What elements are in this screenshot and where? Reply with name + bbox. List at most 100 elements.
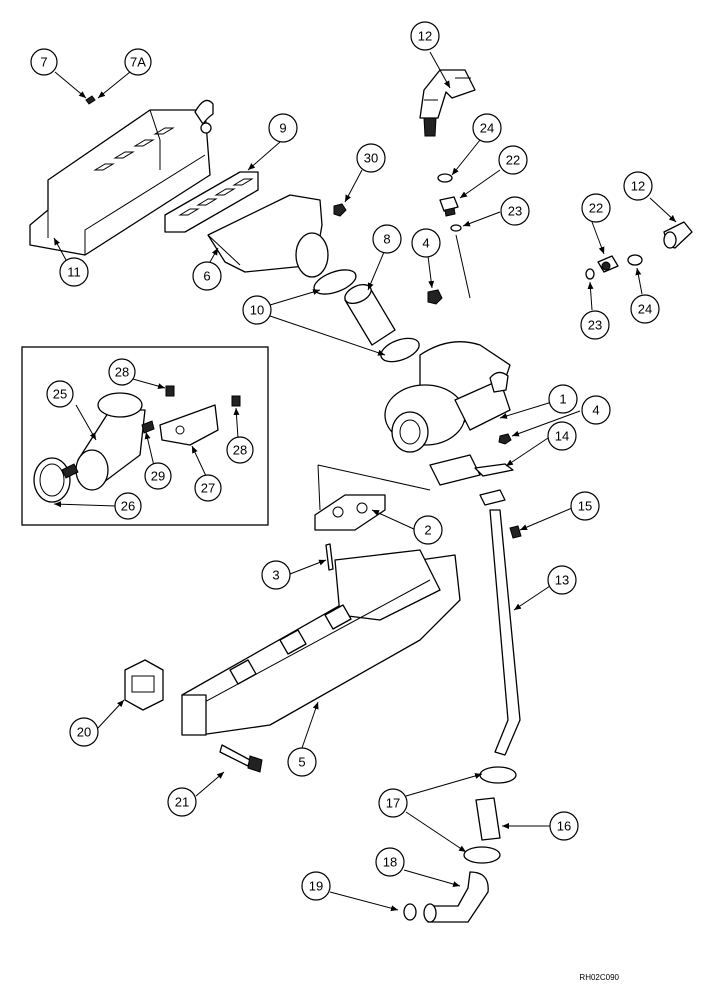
part-13-drain-tube (479, 489, 521, 756)
gasket-guide-lines (317, 464, 431, 511)
callout-5: 5 (287, 747, 317, 777)
callout-7a: 7A (124, 48, 152, 76)
callout-25: 25 (46, 380, 74, 408)
callout-28-a: 28 (108, 358, 136, 386)
part-8-hose (344, 283, 396, 346)
part-28-bolt-a (165, 385, 175, 397)
part-18-elbow-end (423, 903, 437, 923)
part-30-bolt (333, 203, 347, 217)
reference-code: RH02C090 (579, 973, 619, 982)
part-26-clamp (33, 457, 79, 503)
callout-24-top: 24 (472, 113, 502, 143)
svg-text:19: 19 (309, 879, 323, 894)
svg-text:22: 22 (506, 153, 520, 168)
part-22-fitting (439, 196, 459, 217)
svg-text:15: 15 (578, 499, 592, 514)
svg-text:29: 29 (151, 469, 165, 484)
svg-text:8: 8 (383, 232, 390, 247)
callout-22-right: 22 (581, 193, 611, 223)
callout-23-right: 23 (580, 310, 610, 340)
callout-29: 29 (144, 462, 172, 490)
svg-text:4: 4 (592, 403, 599, 418)
part-9-gasket (164, 171, 259, 233)
part-28-bolt-b (231, 395, 241, 407)
part-17-clamp-lower (463, 846, 501, 864)
svg-text:9: 9 (279, 121, 286, 136)
oil-line-axis (455, 234, 471, 299)
part-19-o-ring (403, 903, 417, 921)
callout-7: 7 (30, 48, 58, 76)
callout-30: 30 (356, 143, 386, 173)
svg-text:23: 23 (588, 318, 602, 333)
svg-text:16: 16 (557, 819, 571, 834)
callout-18: 18 (375, 847, 405, 877)
callout-8: 8 (372, 224, 402, 254)
part-1-turbocharger (384, 341, 511, 486)
callout-9: 9 (268, 113, 298, 143)
svg-text:21: 21 (175, 795, 189, 810)
callout-11: 11 (59, 257, 89, 287)
part-17-clamp-upper (479, 766, 517, 784)
part-18-elbow (427, 871, 489, 923)
part-6-elbow (207, 194, 329, 278)
svg-text:13: 13 (555, 573, 569, 588)
leader-lines (53, 51, 677, 912)
part-14-gasket (474, 463, 514, 477)
part-12-oil-line (419, 69, 476, 137)
part-24-washer (437, 173, 453, 183)
svg-text:27: 27 (201, 481, 215, 496)
callout-24-right: 24 (630, 294, 660, 324)
svg-text:4: 4 (422, 236, 429, 251)
callout-4-lower: 4 (581, 395, 611, 425)
callout-4-top: 4 (411, 228, 441, 258)
part-21-bolt (219, 744, 263, 773)
svg-text:28: 28 (233, 443, 247, 458)
svg-text:10: 10 (250, 303, 264, 318)
svg-text:25: 25 (53, 387, 67, 402)
part-20-gasket (124, 659, 164, 711)
svg-text:1: 1 (559, 392, 566, 407)
callout-23-top: 23 (500, 196, 530, 226)
callout-22-top: 22 (498, 145, 528, 175)
svg-text:24: 24 (638, 302, 652, 317)
callout-1: 1 (548, 384, 578, 414)
part-7-screw (85, 95, 96, 105)
callout-6: 6 (192, 261, 222, 291)
svg-text:28: 28 (115, 365, 129, 380)
callout-2: 2 (413, 515, 443, 545)
part-2-gasket (314, 494, 386, 531)
part-3-stud (325, 543, 334, 571)
callout-19: 19 (301, 871, 331, 901)
part-16-hose (475, 797, 501, 841)
part-23-o-ring (450, 224, 462, 232)
part-12-right-fitting (663, 221, 693, 249)
svg-text:23: 23 (508, 204, 522, 219)
svg-text:2: 2 (424, 523, 431, 538)
callout-16: 16 (549, 811, 579, 841)
callout-12-top: 12 (410, 21, 440, 51)
svg-text:7A: 7A (130, 55, 146, 70)
svg-text:18: 18 (383, 855, 397, 870)
callout-14: 14 (547, 421, 577, 451)
svg-text:22: 22 (589, 201, 603, 216)
callout-17: 17 (378, 788, 408, 818)
part-25-inlet-elbow (75, 392, 146, 491)
callout-13: 13 (547, 565, 577, 595)
svg-text:20: 20 (77, 725, 91, 740)
callout-21: 21 (167, 787, 197, 817)
part-29-stud (141, 420, 155, 434)
callout-20: 20 (69, 717, 99, 747)
svg-text:30: 30 (364, 151, 378, 166)
part-15-fitting (509, 525, 522, 539)
inset-frame (21, 346, 269, 526)
callout-28-b: 28 (226, 436, 254, 464)
callout-26: 26 (114, 492, 142, 520)
svg-text:14: 14 (555, 429, 569, 444)
callout-27: 27 (194, 474, 222, 502)
part-5-exhaust-manifold (181, 549, 461, 736)
svg-text:3: 3 (272, 568, 279, 583)
part-11-outlet-housing (29, 99, 214, 256)
part-22-fitting-right (597, 255, 619, 273)
svg-text:6: 6 (203, 269, 210, 284)
callout-15: 15 (570, 491, 600, 521)
